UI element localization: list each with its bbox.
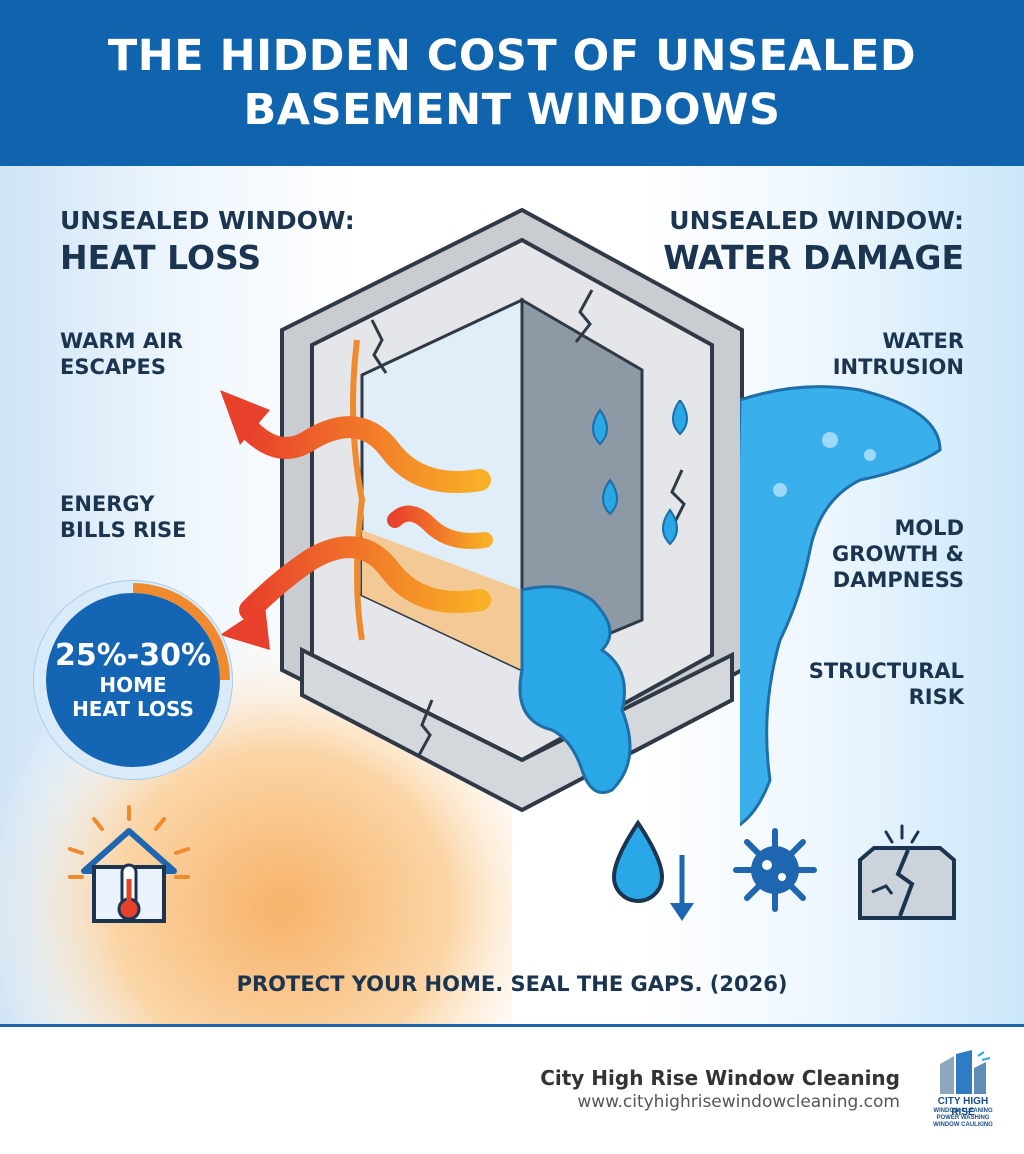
heat-loss-stat-badge: 25%-30% HOME HEAT LOSS xyxy=(46,593,220,767)
company-name: City High Rise Window Cleaning xyxy=(540,1066,900,1090)
label-water-intrusion: WATER INTRUSION xyxy=(833,328,964,380)
label-water-line1: WATER xyxy=(882,329,964,353)
label-water-line2: INTRUSION xyxy=(832,355,964,379)
left-heading-small: UNSEALED WINDOW: xyxy=(60,206,355,235)
crack-mark xyxy=(370,319,388,374)
crack-mark xyxy=(574,289,594,343)
warm-air-arrow-middle xyxy=(387,505,493,549)
label-warm-air: WARM AIR ESCAPES xyxy=(60,328,183,380)
basement-window-illustration xyxy=(280,207,744,813)
right-heading-big: WATER DAMAGE xyxy=(663,238,964,277)
label-mold-growth: MOLD GROWTH & DAMPNESS xyxy=(832,515,964,593)
label-struct-line2: RISK xyxy=(908,685,964,709)
warm-air-arrow-top xyxy=(239,416,491,493)
water-drop-down-icon xyxy=(611,819,694,921)
title-line-1: THE HIDDEN COST OF UNSEALED xyxy=(107,31,917,81)
title-banner: THE HIDDEN COST OF UNSEALED BASEMENT WIN… xyxy=(0,0,1024,166)
buildings-logo-icon xyxy=(940,1050,991,1094)
house-thermometer-icon xyxy=(68,805,190,923)
logo-line-1: CITY HIGH RISE xyxy=(937,1096,989,1118)
warm-air-arrow-bottom xyxy=(239,536,491,621)
stat-value: 25%-30% xyxy=(54,638,212,673)
crack-mark xyxy=(670,469,686,525)
company-logo: CITY HIGH RISE WINDOW CLEANING POWER WAS… xyxy=(928,1050,998,1134)
company-url[interactable]: www.cityhighrisewindowcleaning.com xyxy=(577,1092,900,1112)
cracked-block-icon xyxy=(858,824,956,920)
stat-line2: HEAT LOSS xyxy=(72,697,194,721)
label-energy-line1: ENERGY xyxy=(60,492,155,516)
window-glass-right xyxy=(520,297,644,673)
logo-line-2: WINDOW CLEANING xyxy=(933,1108,993,1114)
window-sill xyxy=(300,646,734,813)
label-warm-air-line2: ESCAPES xyxy=(60,355,166,379)
water-drops xyxy=(592,400,688,546)
heat-leak-gap xyxy=(350,339,366,641)
water-pool xyxy=(518,585,632,794)
left-heading-big: HEAT LOSS xyxy=(60,238,262,277)
crack-mark xyxy=(416,699,434,758)
label-energy-bills: ENERGY BILLS RISE xyxy=(60,491,186,543)
label-structural-risk: STRUCTURAL RISK xyxy=(809,658,964,710)
label-warm-air-line1: WARM AIR xyxy=(60,329,184,353)
logo-line-3: POWER WASHING xyxy=(936,1115,990,1121)
label-mold-line1: MOLD xyxy=(894,516,964,540)
footer-divider xyxy=(0,1024,1024,1027)
right-heading-small: UNSEALED WINDOW: xyxy=(669,206,964,235)
label-energy-line2: BILLS RISE xyxy=(60,518,187,542)
mold-virus-icon xyxy=(733,828,817,912)
stat-line1: HOME xyxy=(99,673,167,697)
tagline: PROTECT YOUR HOME. SEAL THE GAPS. (2026) xyxy=(236,972,788,996)
logo-line-4: WINDOW CAULKING xyxy=(933,1122,993,1128)
heat-arrows xyxy=(220,390,493,650)
water-spill xyxy=(740,385,942,827)
label-struct-line1: STRUCTURAL xyxy=(808,659,964,683)
label-mold-line2: GROWTH & xyxy=(832,542,964,566)
stat-ring-arc xyxy=(132,583,230,681)
label-mold-line3: DAMPNESS xyxy=(832,568,964,592)
title-line-2: BASEMENT WINDOWS xyxy=(243,85,781,135)
